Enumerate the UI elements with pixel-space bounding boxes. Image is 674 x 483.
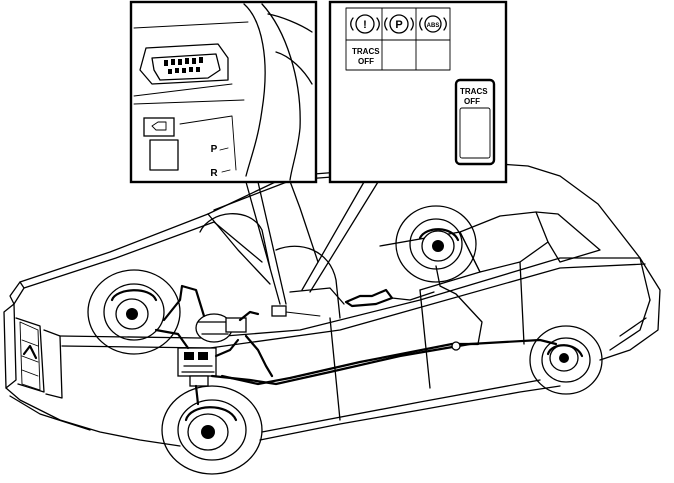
rear-left-wheel — [395, 205, 477, 283]
front-right-wheel — [161, 385, 263, 475]
inset-panel-warning-lamps: ! P ABS TRACS OFF TRACS OFF — [328, 0, 508, 184]
obd-diagnostic-socket — [271, 305, 321, 317]
gear-letter-p: P — [211, 144, 218, 155]
front-left-wheel — [87, 269, 181, 355]
tracs-off-switch: TRACS OFF — [454, 78, 496, 166]
switch-off-label: OFF — [464, 97, 480, 106]
brake-warning-icon: ! — [350, 14, 380, 34]
brake-booster-master-cylinder — [195, 310, 260, 343]
svg-text:!: ! — [363, 19, 367, 31]
parking-brake-icon: P — [384, 14, 414, 34]
callout-leaders — [245, 181, 379, 305]
switch-tracs-label: TRACS — [460, 87, 488, 96]
warning-lamp-grid — [345, 7, 451, 71]
inset-panel-center-console: P R — [129, 0, 318, 184]
rear-right-wheel — [529, 325, 603, 395]
svg-text:P: P — [395, 19, 402, 31]
cluster-off-label: OFF — [358, 57, 374, 66]
abs-hydraulic-modulator — [177, 338, 240, 387]
brake-lines — [154, 265, 558, 406]
parking-brake-lever — [344, 288, 435, 308]
abs-icon: ABS — [419, 15, 447, 33]
svg-text:ABS: ABS — [427, 23, 440, 29]
cluster-tracs-label: TRACS — [352, 47, 380, 56]
car-body-outline — [3, 161, 661, 447]
gear-letter-r: R — [210, 168, 218, 179]
